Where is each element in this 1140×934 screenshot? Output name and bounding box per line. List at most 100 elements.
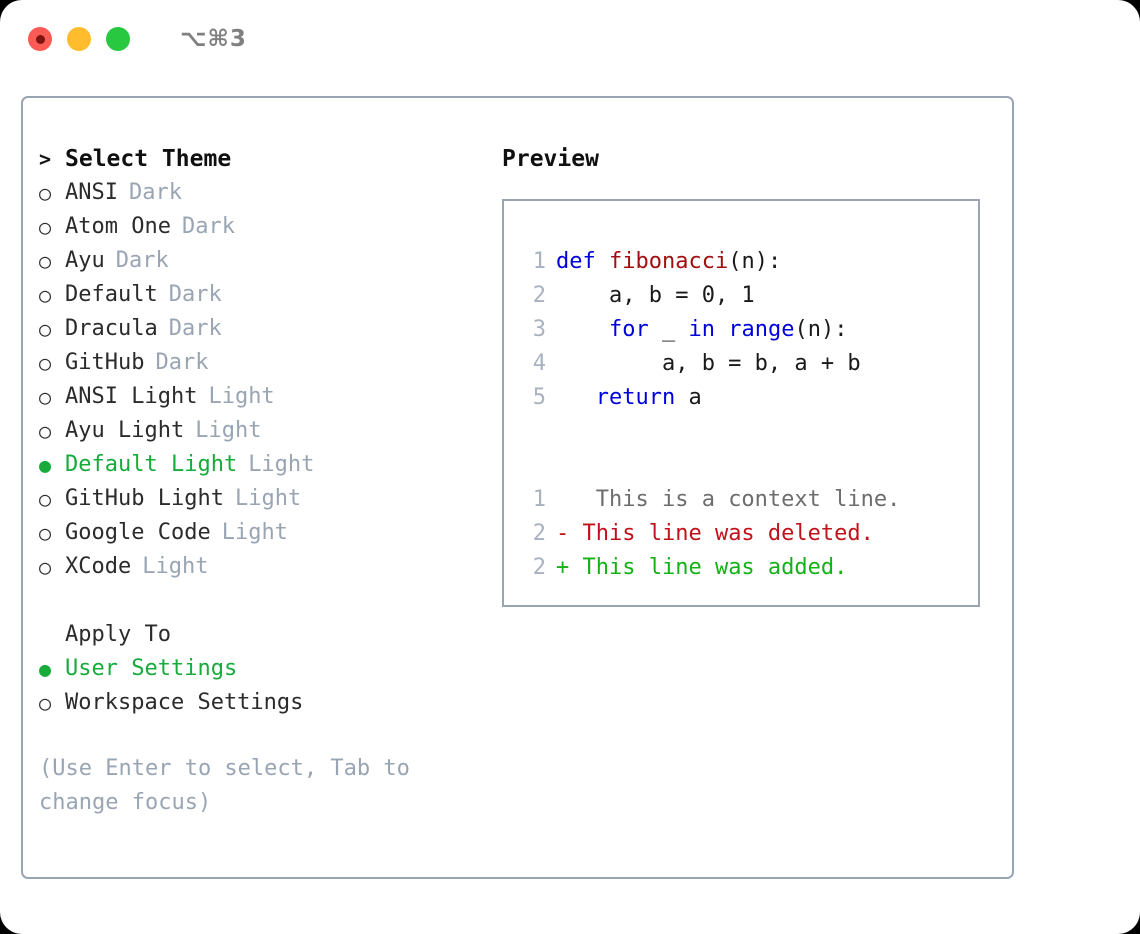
theme-option-label: ANSI Light bbox=[65, 384, 198, 409]
radio-unselected-icon[interactable]: ○ bbox=[39, 419, 52, 443]
theme-option-ansi[interactable]: ○ ANSI Dark bbox=[39, 176, 489, 210]
theme-option-tag: Light bbox=[195, 418, 262, 443]
code-line-content: return a bbox=[556, 381, 702, 415]
theme-option-atom-one[interactable]: ○ Atom One Dark bbox=[39, 210, 489, 244]
radio-unselected-icon[interactable]: ○ bbox=[39, 317, 52, 341]
code-token: (n): bbox=[794, 317, 848, 342]
code-token: fibonacci bbox=[608, 249, 729, 274]
radio-unselected-icon[interactable]: ○ bbox=[39, 181, 52, 205]
code-line-content: a, b = b, a + b bbox=[556, 347, 861, 381]
theme-option-tag: Light bbox=[234, 486, 302, 511]
theme-option-ayu-light[interactable]: ○ Ayu Light Light bbox=[39, 414, 489, 448]
preview-panel: Preview 1 def fibonacci(n): 2 a, b = 0, … bbox=[502, 142, 992, 607]
code-token: def bbox=[556, 249, 609, 274]
code-line-content: a, b = 0, 1 bbox=[556, 279, 755, 313]
radio-unselected-icon[interactable]: ○ bbox=[39, 555, 52, 579]
theme-option-github-light[interactable]: ○ GitHub Light Light bbox=[39, 482, 489, 516]
code-token: return bbox=[595, 385, 676, 410]
keyboard-hint-text: (Use Enter to select, Tab to change focu… bbox=[39, 756, 410, 815]
code-token: _ bbox=[648, 317, 689, 342]
theme-option-github[interactable]: ○ GitHub Dark bbox=[39, 346, 489, 380]
diff-line-number: 2 bbox=[532, 521, 546, 546]
apply-to-option-label: Workspace Settings bbox=[65, 690, 304, 715]
select-theme-heading: > Select Theme bbox=[39, 142, 489, 176]
theme-option-label: XCode bbox=[65, 554, 132, 579]
radio-unselected-icon[interactable]: ○ bbox=[39, 249, 52, 273]
code-line-number: 2 bbox=[532, 283, 546, 308]
theme-option-tag: Light bbox=[221, 520, 288, 545]
diff-line-deleted: 2 - This line was deleted. bbox=[518, 517, 978, 551]
radio-unselected-icon[interactable]: ○ bbox=[39, 487, 52, 511]
code-line-number: 5 bbox=[532, 385, 546, 410]
code-token: in bbox=[688, 317, 715, 342]
radio-unselected-icon[interactable]: ○ bbox=[39, 351, 52, 375]
apply-to-workspace-settings[interactable]: ○ Workspace Settings bbox=[39, 686, 489, 720]
code-token bbox=[556, 317, 609, 342]
code-line: 3 for _ in range(n): bbox=[518, 313, 978, 347]
radio-unselected-icon[interactable]: ○ bbox=[39, 521, 52, 545]
diff-marker: - bbox=[556, 521, 570, 546]
apply-to-heading-label: Apply To bbox=[65, 622, 171, 647]
radio-unselected-icon[interactable]: ○ bbox=[39, 691, 52, 715]
diff-line-number: 1 bbox=[532, 487, 546, 512]
radio-selected-icon[interactable]: ● bbox=[39, 453, 52, 477]
section-spacer bbox=[39, 584, 489, 618]
code-blank-line bbox=[518, 449, 978, 483]
preview-code-box: 1 def fibonacci(n): 2 a, b = 0, 1 3 for … bbox=[502, 199, 980, 607]
theme-option-label: Ayu bbox=[65, 248, 105, 273]
theme-option-xcode[interactable]: ○ XCode Light bbox=[39, 550, 489, 584]
code-line-number: 3 bbox=[532, 317, 546, 342]
code-blank-line bbox=[518, 415, 978, 449]
theme-option-tag: Dark bbox=[155, 350, 209, 375]
theme-option-label: Default Light bbox=[65, 452, 238, 477]
theme-option-google-code[interactable]: ○ Google Code Light bbox=[39, 516, 489, 550]
radio-unselected-icon[interactable]: ○ bbox=[39, 215, 52, 239]
diff-line-added: 2 + This line was added. bbox=[518, 551, 978, 585]
code-line: 1 def fibonacci(n): bbox=[518, 245, 978, 279]
theme-option-default[interactable]: ○ Default Dark bbox=[39, 278, 489, 312]
radio-unselected-icon[interactable]: ○ bbox=[39, 283, 52, 307]
diff-marker: + bbox=[556, 555, 570, 580]
code-token: a, b = 0, 1 bbox=[556, 283, 755, 308]
theme-option-dracula[interactable]: ○ Dracula Dark bbox=[39, 312, 489, 346]
theme-option-label: Default bbox=[65, 282, 158, 307]
preview-title: Preview bbox=[502, 146, 599, 172]
code-line: 5 return a bbox=[518, 381, 978, 415]
theme-option-label: ANSI bbox=[65, 180, 118, 205]
diff-line-context: 1 This is a context line. bbox=[518, 483, 978, 517]
code-line-number: 4 bbox=[532, 351, 546, 376]
radio-selected-icon[interactable]: ● bbox=[39, 657, 52, 681]
theme-selector-dialog: > Select Theme ○ ANSI Dark ○ Atom One Da… bbox=[21, 96, 1014, 879]
code-token: (n): bbox=[728, 249, 782, 274]
code-token: a, b = b, a + b bbox=[556, 351, 861, 376]
diff-line-content: This line was deleted. bbox=[569, 521, 874, 546]
theme-option-label: GitHub bbox=[65, 350, 145, 375]
theme-list-panel: > Select Theme ○ ANSI Dark ○ Atom One Da… bbox=[39, 142, 489, 820]
theme-option-tag: Dark bbox=[128, 180, 182, 205]
theme-option-tag: Dark bbox=[181, 214, 235, 239]
code-token: range bbox=[728, 317, 795, 342]
minimize-window-button[interactable] bbox=[67, 27, 91, 51]
diff-line-number: 2 bbox=[532, 555, 546, 580]
traffic-light-group bbox=[28, 27, 130, 51]
apply-to-heading: Apply To bbox=[39, 618, 489, 652]
theme-option-tag: Light bbox=[208, 384, 275, 409]
theme-option-ayu[interactable]: ○ Ayu Dark bbox=[39, 244, 489, 278]
theme-option-default-light[interactable]: ● Default Light Light bbox=[39, 448, 489, 482]
code-token: a bbox=[675, 385, 702, 410]
radio-unselected-icon[interactable]: ○ bbox=[39, 385, 52, 409]
theme-option-ansi-light[interactable]: ○ ANSI Light Light bbox=[39, 380, 489, 414]
code-token bbox=[556, 385, 596, 410]
theme-option-tag: Light bbox=[248, 452, 315, 477]
apply-to-user-settings[interactable]: ● User Settings bbox=[39, 652, 489, 686]
maximize-window-button[interactable] bbox=[106, 27, 130, 51]
close-window-button[interactable] bbox=[28, 27, 52, 51]
theme-option-tag: Dark bbox=[168, 282, 222, 307]
diff-marker bbox=[556, 483, 569, 517]
theme-option-label: Ayu Light bbox=[65, 418, 185, 443]
theme-option-label: Atom One bbox=[65, 214, 171, 239]
keyboard-shortcut-label: ⌥⌘3 bbox=[180, 26, 247, 52]
code-line: 2 a, b = 0, 1 bbox=[518, 279, 978, 313]
theme-option-label: GitHub Light bbox=[65, 486, 224, 511]
